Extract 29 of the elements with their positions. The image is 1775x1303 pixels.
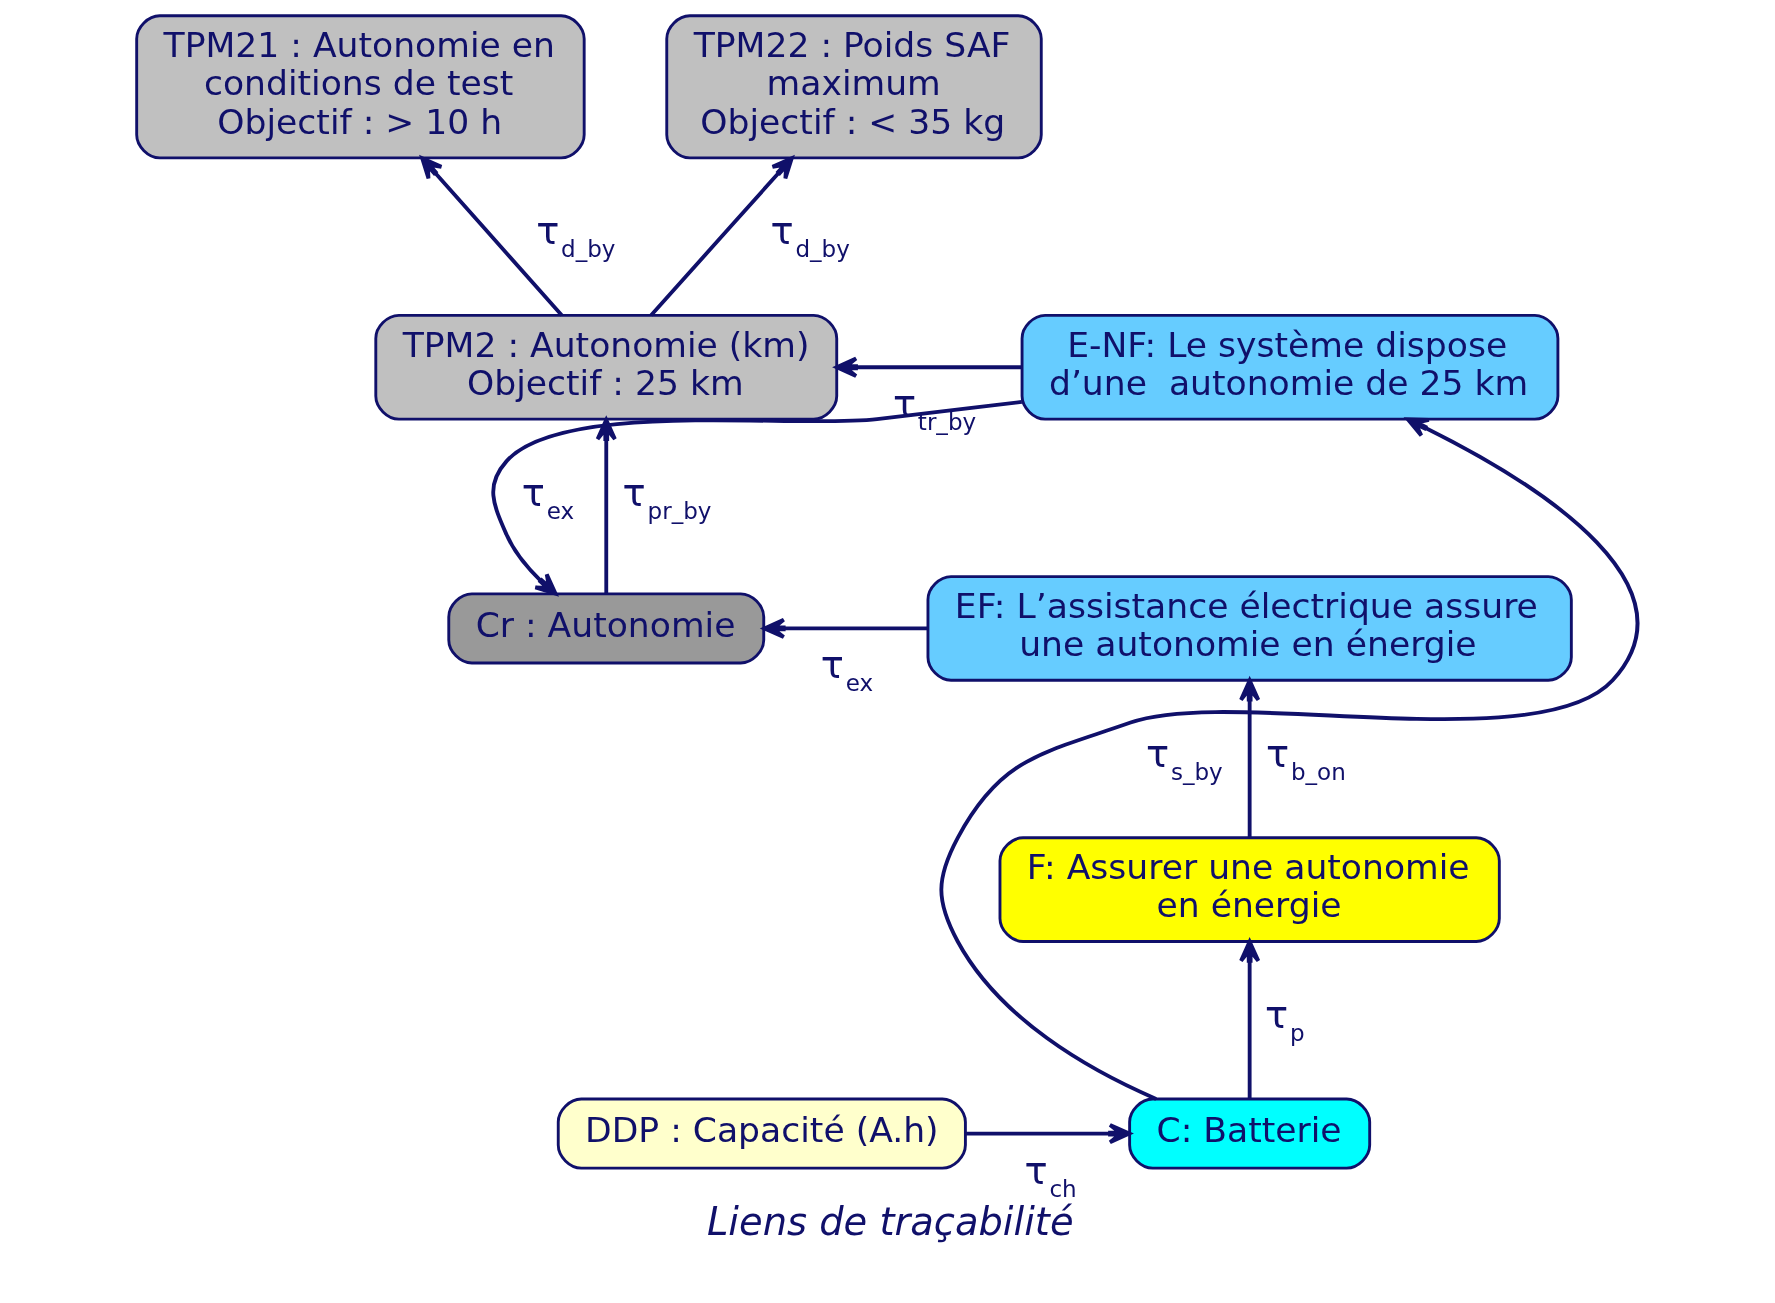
arrow <box>595 417 617 594</box>
arrow <box>649 156 794 317</box>
arrow <box>762 617 928 639</box>
edge-label: τ$_{ch}$ <box>1024 1147 1077 1202</box>
node-box: F: Assurer une autonomie en énergie <box>998 836 1501 943</box>
node-box: TPM2 : Autonomie (km) Objectif : 25 km <box>374 313 839 421</box>
arrow <box>1239 678 1261 838</box>
edge-label: τ$_{p}$ <box>1265 991 1305 1046</box>
edge-label: τ$_{d_by}$ <box>536 208 616 263</box>
arrow <box>420 156 564 317</box>
arrow <box>1239 939 1261 1099</box>
node-box: Cr : Autonomie <box>447 592 766 665</box>
node-box: E-NF: Le système dispose d’une autonomie de 25 km <box>1020 313 1560 421</box>
node-box: EF: L’assistance électrique assure une autonomie en énergie <box>926 575 1573 682</box>
arrow <box>965 1123 1132 1145</box>
edge-label: τ$_{s_by}$ <box>1145 730 1223 785</box>
arrow <box>939 417 1639 1101</box>
caption: Liens de traçabilité <box>706 1199 1074 1245</box>
edge-label: τ$_{b_on}$ <box>1265 730 1346 785</box>
arrow <box>834 356 1022 378</box>
node-box: C: Batterie <box>1128 1097 1372 1170</box>
edge-label: τ$_{ex}$ <box>820 642 874 697</box>
edge-label: τ$_{pr_by}$ <box>622 469 712 524</box>
arrow <box>491 399 1023 596</box>
node-box: DDP : Capacité (A.h) <box>556 1097 967 1170</box>
node-box: TPM22 : Poids SAF maximum Objectif : < 35 kg <box>665 14 1043 160</box>
node-box: TPM21 : Autonomie en conditions de test Objectif : > 10 h <box>135 14 586 160</box>
edge-label: τ$_{d_by}$ <box>770 208 850 263</box>
edge-label: τ$_{ex}$ <box>521 469 575 524</box>
